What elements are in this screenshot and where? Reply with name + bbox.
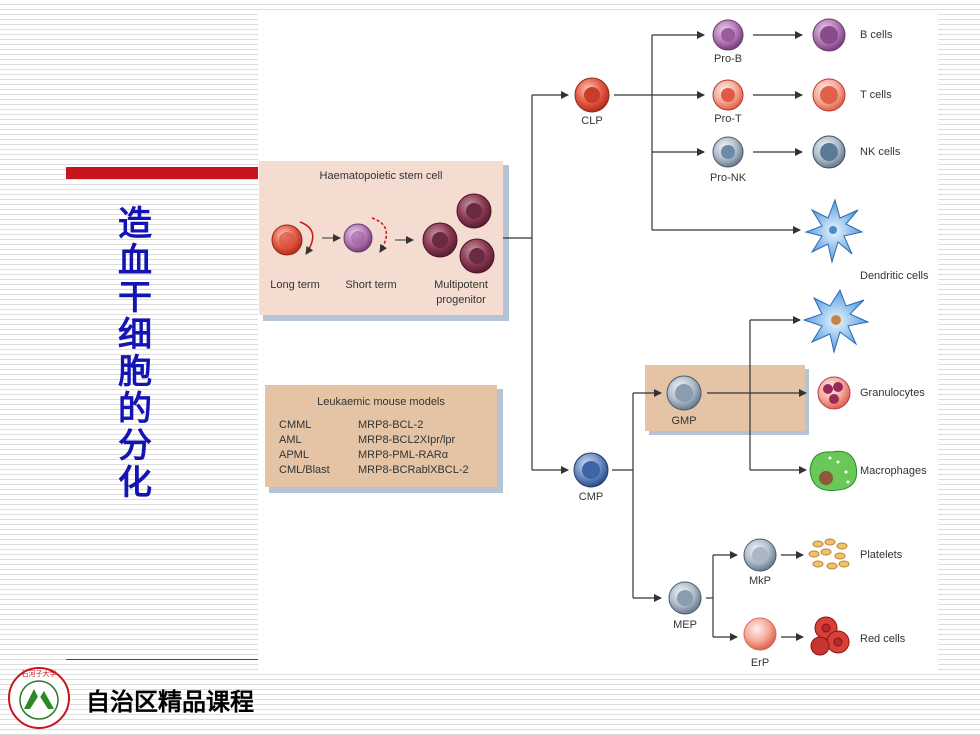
title-char: 造 [118, 204, 152, 244]
university-logo-icon: 石河子大学 [8, 667, 70, 729]
long-term-label: Long term [270, 279, 320, 291]
leukaemia-model: MRP8-PML-RARα [358, 449, 449, 461]
dendritic-cells-label: Dendritic cells [860, 270, 929, 282]
short-term-label: Short term [345, 279, 396, 291]
erp-label: ErP [751, 657, 769, 669]
mkp-label: MkP [749, 575, 771, 587]
title-char: 化 [118, 463, 152, 503]
gmp-label: GMP [671, 415, 696, 427]
macrophage-cell [809, 450, 858, 492]
red-accent-bar [66, 167, 258, 179]
b-cells-label: B cells [860, 29, 893, 41]
title-char: 分 [118, 426, 152, 466]
leukaemia-type: APML [279, 449, 309, 461]
red-cells-label: Red cells [860, 633, 906, 645]
erp-cell [743, 617, 777, 651]
multipotent-label: Multipotent [434, 279, 488, 291]
pro-nk-label: Pro-NK [710, 172, 747, 184]
leukaemia-box-title: Leukaemic mouse models [317, 396, 445, 408]
hsc-box: Haematopoietic stem cell Long term Short… [259, 161, 509, 321]
leukaemia-model: MRP8-BCL2XIpr/lpr [358, 434, 456, 446]
title-char: 的 [118, 389, 152, 429]
slide-title: 造 血 干 细 胞 的 分 化 [115, 206, 155, 502]
macrophages-label: Macrophages [860, 465, 927, 477]
diagram-panel [258, 12, 938, 670]
leukaemia-model: MRP8-BCRablXBCL-2 [358, 464, 469, 476]
title-char: 干 [118, 278, 152, 318]
limited-renew-arrow [371, 217, 388, 253]
red-footer-line [66, 659, 258, 660]
leukaemia-type: CMML [279, 419, 311, 431]
red-cells [810, 616, 850, 656]
leukaemia-model: MRP8-BCL-2 [358, 419, 423, 431]
leukaemia-type: CML/Blast [279, 464, 330, 476]
course-name: 自治区精品课程 [86, 688, 254, 716]
leukaemia-type: AML [279, 434, 302, 446]
cmp-label: CMP [579, 491, 603, 503]
title-char: 血 [118, 241, 152, 281]
granulocyte-cell [817, 376, 851, 410]
clp-label: CLP [581, 115, 602, 127]
progenitor-label: progenitor [436, 294, 486, 306]
platelets [808, 538, 850, 570]
self-renew-arrow [299, 221, 314, 255]
title-char: 胞 [118, 352, 152, 392]
mature-cells: B cells T cells NK cells Dendritic cells… [802, 18, 929, 656]
pro-t-label: Pro-T [714, 113, 742, 125]
granulocytes-label: Granulocytes [860, 387, 925, 399]
t-cells-label: T cells [860, 89, 892, 101]
pro-b-label: Pro-B [714, 53, 742, 65]
lineage-connectors [503, 31, 807, 641]
title-char: 细 [118, 315, 152, 355]
mep-label: MEP [673, 619, 697, 631]
hsc-box-title: Haematopoietic stem cell [320, 170, 443, 182]
progenitor-cells: CLP CMP GMP MEP Pro-B Pro-T Pro-NK MkP E… [573, 19, 777, 669]
leukaemia-models-box: Leukaemic mouse models CMML MRP8-BCL-2 A… [265, 385, 503, 493]
nk-cells-label: NK cells [860, 146, 901, 158]
logo-text: 石河子大学 [22, 669, 57, 678]
platelets-label: Platelets [860, 549, 903, 561]
